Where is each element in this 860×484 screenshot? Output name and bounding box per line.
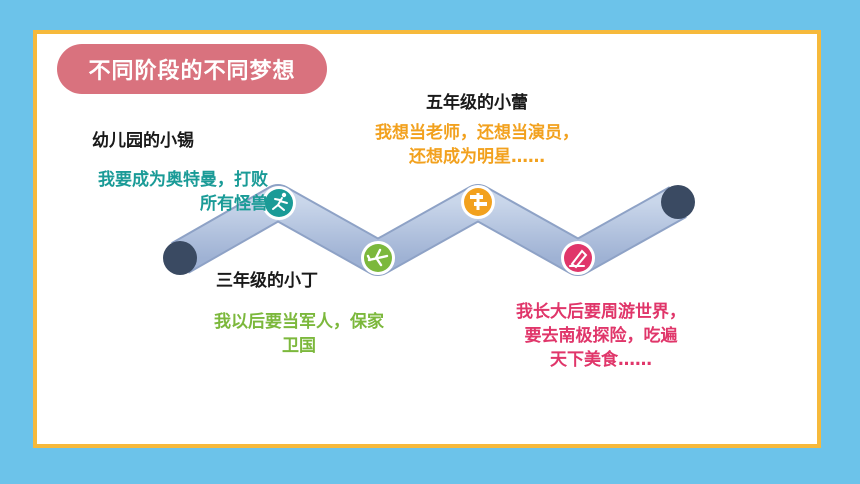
stage-1-dream-line-2: 所有怪兽 (200, 194, 268, 214)
stage-2-dream-line-2: 卫国 (282, 336, 316, 356)
signpost-icon (461, 185, 495, 219)
pen-icon (561, 241, 595, 275)
stage-2-name: 三年级的小丁 (216, 271, 318, 291)
stage-3-name: 五年级的小蕾 (426, 93, 528, 113)
stage-2-dream-line-1: 我以后要当军人，保家 (214, 312, 384, 332)
stage-4-dream-line-3: 天下美食…… (550, 350, 652, 370)
stage-2-dream: 我以后要当军人，保家 卫国 (188, 310, 410, 358)
stage-3-dream-line-1: 我想当老师，还想当演员， (375, 123, 579, 143)
path-end-cap (661, 185, 695, 219)
airplane-icon (361, 241, 395, 275)
stage-4-dream-line-2: 要去南极探险，吃遍 (524, 326, 678, 346)
stage-3-dream: 我想当老师，还想当演员， 还想成为明星…… (346, 121, 608, 169)
stage-3-dream-line-2: 还想成为明星…… (409, 147, 545, 167)
stage-4-dream-line-1: 我长大后要周游世界， (516, 302, 686, 322)
path-start-cap (163, 241, 197, 275)
stage-4-dream: 我长大后要周游世界， 要去南极探险，吃遍 天下美食…… (492, 300, 710, 372)
stage-1-name: 幼儿园的小锡 (92, 131, 194, 151)
stage-1-dream-line-1: 我要成为奥特曼，打败 (98, 170, 268, 190)
page-title: 不同阶段的不同梦想 (57, 44, 327, 94)
stage-1-dream: 我要成为奥特曼，打败 所有怪兽 (54, 168, 268, 216)
running-person-icon (262, 186, 296, 220)
